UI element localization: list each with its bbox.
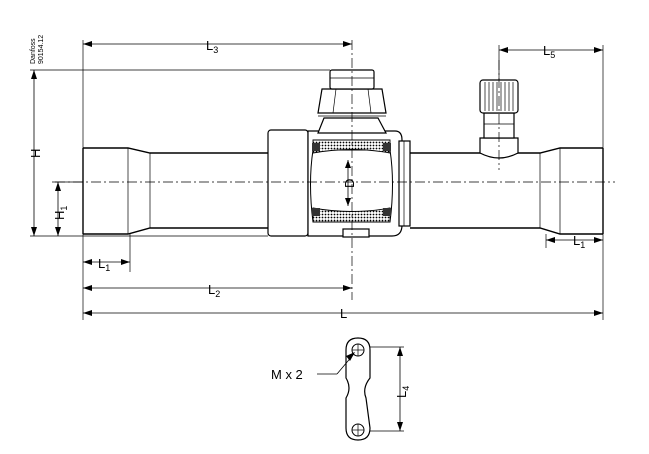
label-L2: L2	[208, 282, 220, 299]
right-pipe	[410, 147, 604, 235]
seal-br	[383, 208, 391, 216]
gauge-port-base	[479, 137, 519, 159]
valve-body	[82, 69, 604, 238]
gauge-port-knurl	[484, 82, 514, 111]
label-L1-left: L1	[98, 256, 110, 273]
label-L5: L5	[543, 43, 555, 60]
bracket-outline	[345, 337, 371, 441]
label-L: L	[340, 306, 347, 321]
seal-tr	[383, 143, 391, 151]
label-D: D	[342, 179, 357, 188]
label-H1: H1	[52, 206, 69, 220]
label-H: H	[28, 149, 43, 158]
label-L1-right: L1	[573, 233, 585, 250]
seal-bl	[312, 208, 320, 216]
body-flange-left	[267, 129, 309, 237]
label-L4: L4	[394, 386, 411, 398]
label-M: M x 2	[271, 367, 303, 382]
seat-bottom	[312, 207, 391, 223]
mounting-bracket	[317, 337, 371, 441]
drawing-reference: Danfoss 90154.12	[30, 35, 45, 64]
reference-code: 90154.12	[38, 35, 45, 64]
seal-tl	[312, 143, 320, 151]
dimension-labels: L3 L5 L1 L1 L2 L H H1 D L4 M x 2	[28, 38, 585, 398]
dimension-lines	[30, 40, 604, 432]
left-pipe	[82, 147, 268, 235]
label-L3: L3	[206, 38, 218, 55]
reference-brand: Danfoss	[30, 38, 37, 64]
bottom-tab	[342, 228, 370, 238]
seat-top	[312, 139, 391, 154]
body-collar-right	[398, 140, 411, 227]
